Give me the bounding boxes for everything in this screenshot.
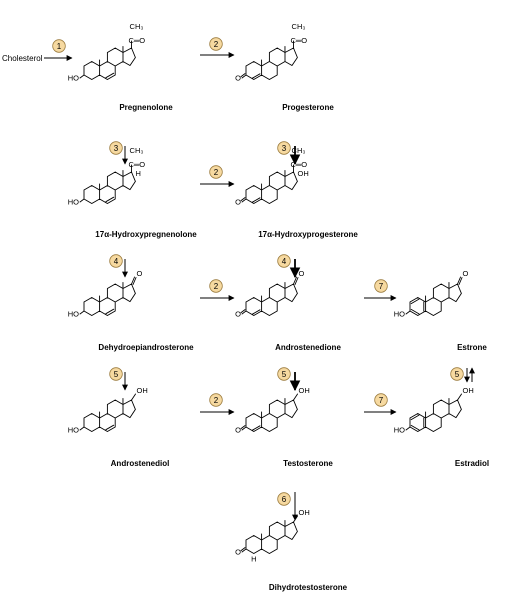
label-cholesterol: Cholesterol [2,54,43,63]
enzyme-badge: 5 [277,367,291,381]
label-hydroxyprogesterone: 17α-Hydroxyprogesterone [258,230,358,239]
label-androstenedione: Androstenedione [275,343,341,352]
enzyme-badge: 7 [374,393,388,407]
keto-17-label: O [463,269,469,278]
enzyme-number: 5 [455,370,460,379]
enzyme-number: 2 [214,282,219,291]
label-estradiol: Estradiol [455,459,489,468]
label-hydroxypregnenolone: 17α-Hydroxypregnenolone [95,230,197,239]
enzyme-number: 4 [114,257,119,266]
methyl-label: CH₃ [130,22,144,31]
enzyme-number: 5 [114,370,119,379]
steroid-skeleton [245,46,298,80]
hydroxyl-3-label: HO [394,426,405,435]
enzyme-number: 6 [282,495,287,504]
molecule-estradiol: HO OH [394,386,474,435]
enzyme-number: 1 [57,42,62,51]
steroid-skeleton [83,46,136,80]
carbonyl-label: C═O [291,36,308,45]
enzyme-badge: 1 [52,39,66,53]
keto-3-label: O [235,74,241,83]
hydroxyl-17-label: OH [299,386,310,395]
enzyme-number: 2 [214,396,219,405]
enzyme-number: 4 [282,257,287,266]
enzyme-badge: 4 [277,254,291,268]
enzyme-badge: 3 [109,141,123,155]
enzyme-badge: 2 [209,165,223,179]
molecule-hydroxyprogesterone: O CH₃ C═OOH [235,146,309,207]
label-progesterone: Progesterone [282,103,334,112]
steroid-skeleton [245,398,298,432]
label-testosterone: Testosterone [283,459,333,468]
steroid-skeleton [245,520,298,554]
enzyme-badge: 6 [277,492,291,506]
enzyme-number: 2 [214,168,219,177]
steroid-skeleton [409,282,462,316]
molecule-pregnenolone: HO CH₃ C═O [68,22,146,83]
label-dhea: Dehydroepiandrosterone [98,343,194,352]
methyl-label: CH₃ [292,22,306,31]
keto-17-label: O [137,269,143,278]
molecule-testosterone: O OH [235,386,310,435]
molecule-dhea: HO O [68,269,143,319]
steroid-skeleton [83,282,136,316]
label-estrone: Estrone [457,343,487,352]
hydroxyl-3-label: HO [68,426,79,435]
keto-3-label: O [235,548,241,557]
enzyme-number: 3 [114,144,119,153]
keto-17-label: O [299,269,305,278]
label-androstenediol: Androstenediol [111,459,170,468]
molecule-androstenediol: HO OH [68,386,148,435]
hydroxyl-17-label: OH [463,386,474,395]
hydroxyl-17-label: OH [298,169,309,178]
methyl-label: CH₃ [130,146,144,155]
hydroxyl-3-label: HO [394,310,405,319]
keto-3-label: O [235,198,241,207]
hydroxyl-3-label: HO [68,198,79,207]
enzyme-number: 3 [282,144,287,153]
enzyme-number: 2 [214,40,219,49]
label-dht: Dihydrotestosterone [269,583,348,592]
hydrogen-5-label: H [251,555,256,564]
keto-3-label: O [235,310,241,319]
keto-3-label: O [235,426,241,435]
steroid-skeleton [83,170,136,204]
enzyme-badge: 4 [109,254,123,268]
enzyme-badge: 7 [374,279,388,293]
carbonyl-label: C═O [129,36,146,45]
steroid-skeleton [245,170,298,204]
steroid-skeleton [245,282,298,316]
enzyme-badge: 5 [450,367,464,381]
enzyme-badge: 3 [277,141,291,155]
hydrogen-17-label: H [136,169,141,178]
hydroxyl-17-label: OH [299,508,310,517]
hydroxyl-17-label: OH [137,386,148,395]
enzyme-badge: 2 [209,37,223,51]
molecule-progesterone: O CH₃ C═O [235,22,307,83]
hydroxyl-3-label: HO [68,74,79,83]
enzyme-badge: 2 [209,279,223,293]
enzyme-number: 7 [379,282,384,291]
steroid-skeleton [83,398,136,432]
steroid-skeleton [409,398,462,432]
molecule-hydroxypregnenolone: HO CH₃ C═OH [68,146,146,207]
enzyme-badge: 5 [109,367,123,381]
enzyme-number: 7 [379,396,384,405]
carbonyl-label: C═O [291,160,308,169]
hydroxyl-3-label: HO [68,310,79,319]
carbonyl-label: C═O [129,160,146,169]
enzyme-number: 5 [282,370,287,379]
methyl-label: CH₃ [292,146,306,155]
molecule-estrone: HO O [394,269,469,319]
label-pregnenolone: Pregnenolone [119,103,173,112]
enzyme-badge: 2 [209,393,223,407]
molecule-androstenedione: OO [235,269,304,319]
